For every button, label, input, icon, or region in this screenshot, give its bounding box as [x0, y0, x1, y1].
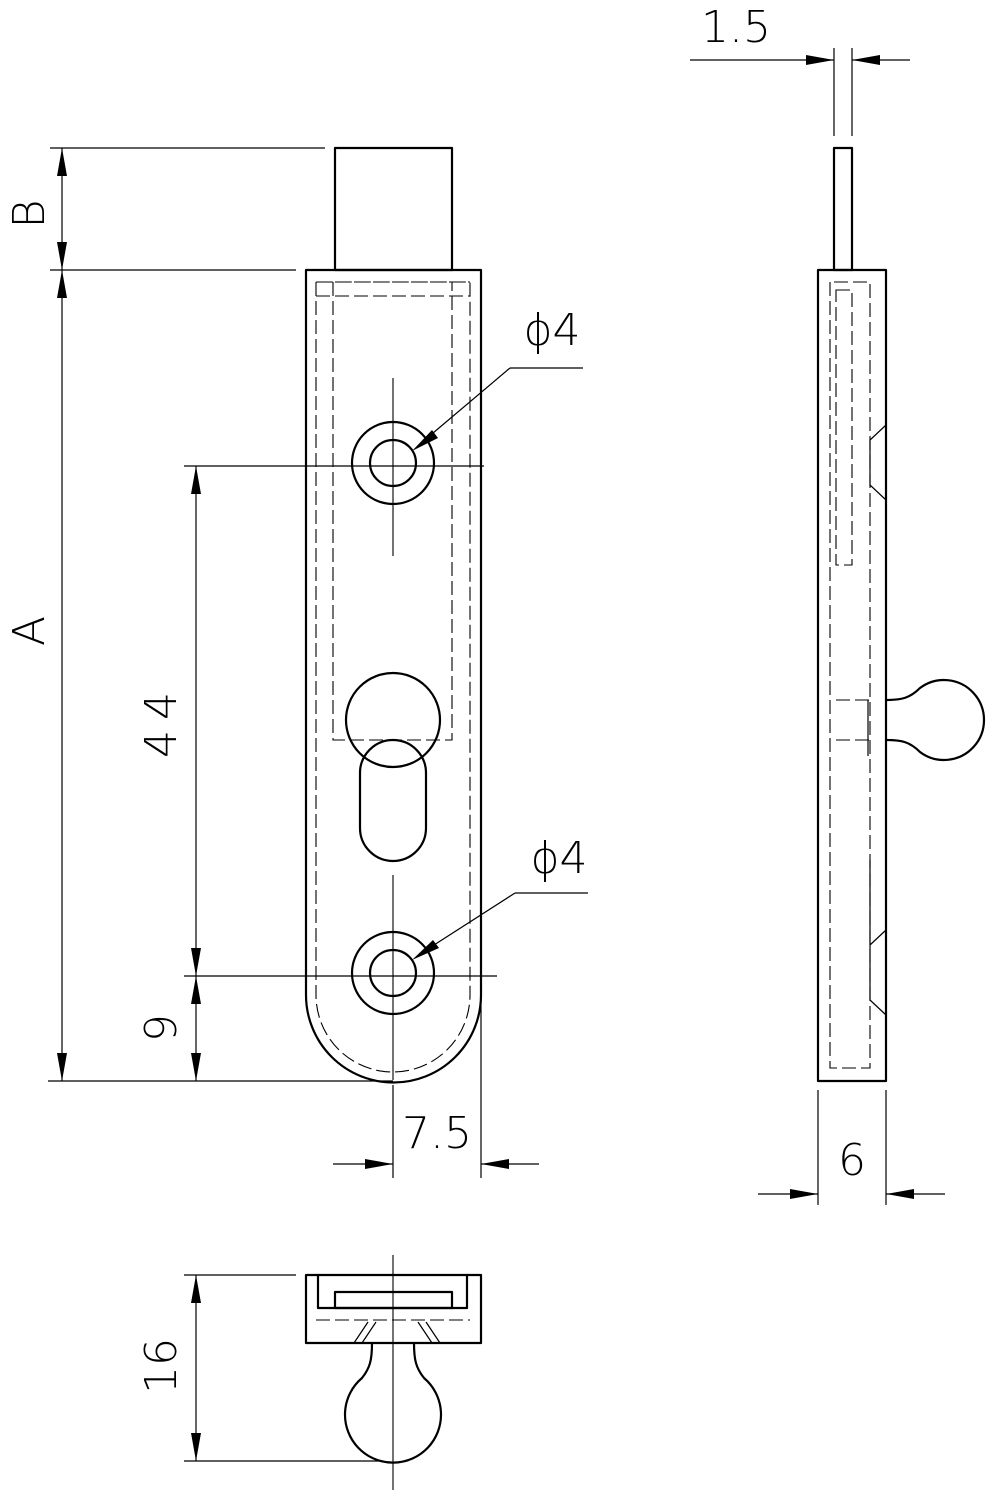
dim-label-A: A	[4, 616, 55, 646]
side-body	[816, 268, 888, 1083]
dim-label-6: 6	[838, 1135, 866, 1186]
front-view: B A 44 9 7.5 ϕ4 ϕ4	[4, 146, 588, 1178]
knob-slot	[358, 771, 428, 863]
dim-label-phi4-bottom: ϕ4	[530, 833, 587, 884]
bottom-view: 16	[136, 1255, 483, 1490]
dim-label-7-5: 7.5	[402, 1108, 472, 1159]
dim-label-1-5: 1.5	[701, 2, 771, 53]
dim-label-B: B	[4, 200, 55, 229]
bolt-tongue	[333, 146, 454, 272]
side-tongue	[832, 146, 854, 272]
side-knob	[884, 678, 986, 762]
dim-label-44: 44	[136, 682, 187, 758]
hidden-outline	[315, 281, 471, 1073]
dim-label-phi4-top: ϕ4	[523, 305, 580, 356]
knob-head	[344, 671, 442, 769]
dim-label-9: 9	[136, 1014, 187, 1042]
plate-outline	[304, 268, 483, 1084]
dim-label-16: 16	[136, 1338, 187, 1394]
side-view: 1.5 6	[690, 2, 986, 1205]
